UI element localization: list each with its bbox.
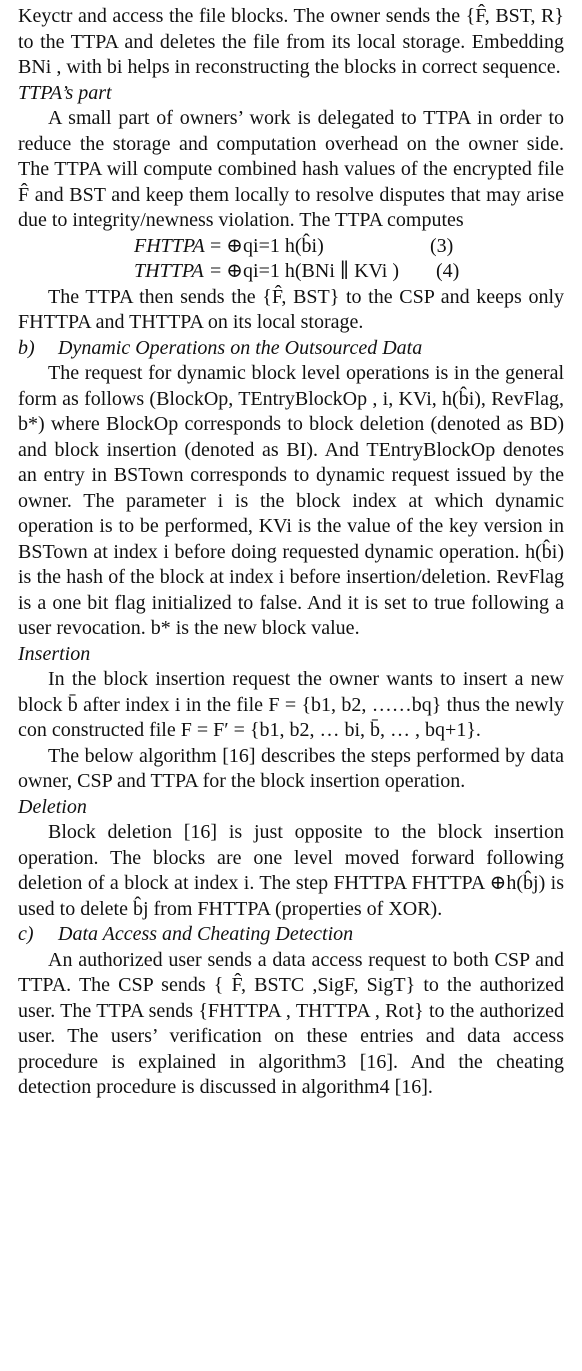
paragraph-dynamic-operations: The request for dynamic block level oper… — [18, 362, 564, 639]
section-b-heading: b) Dynamic Operations on the Outsourced D… — [18, 336, 564, 362]
equation-4-number: (4) — [436, 260, 460, 282]
section-b-title: Dynamic Operations on the Outsourced Dat… — [58, 336, 423, 359]
paragraph-insertion: In the block insertion request the owner… — [18, 668, 564, 741]
paragraph-deletion: Block deletion [16] is just opposite to … — [18, 821, 564, 920]
paragraph-ttpa: A small part of owners’ work is delegate… — [18, 107, 564, 231]
equation-4-lhs: THTTPA — [134, 260, 204, 282]
paragraph-data-access: An authorized user sends a data access r… — [18, 948, 564, 1099]
section-c-label: c) — [18, 923, 34, 945]
section-c-title: Data Access and Cheating Detection — [58, 923, 354, 945]
equation-3-lhs: FHTTPA — [134, 234, 205, 257]
equation-3-rhs: = ⊕qi=1 h(b̂i) — [210, 234, 324, 257]
equation-4: THTTPA = ⊕qi=1 h(BNi ∥ KVi ) (4) — [18, 259, 564, 285]
equation-4-rhs: = ⊕qi=1 h(BNi ∥ KVi ) — [210, 260, 400, 282]
equation-3-number: (3) — [430, 234, 454, 257]
section-c-heading: c) Data Access and Cheating Detection — [18, 922, 564, 948]
section-b-label: b) — [18, 336, 35, 359]
paragraph-intro: Keyctr and access the file blocks. The o… — [18, 5, 564, 78]
heading-ttpa-part: TTPA’s part — [18, 81, 112, 104]
heading-insertion: Insertion — [18, 642, 91, 665]
paragraph-algorithm: The below algorithm [16] describes the s… — [18, 744, 564, 793]
equation-3: FHTTPA = ⊕qi=1 h(b̂i) (3) — [18, 234, 564, 260]
heading-deletion: Deletion — [18, 795, 87, 818]
paragraph-ttpa-send: The TTPA then sends the {F̂, BST} to the… — [18, 285, 564, 334]
